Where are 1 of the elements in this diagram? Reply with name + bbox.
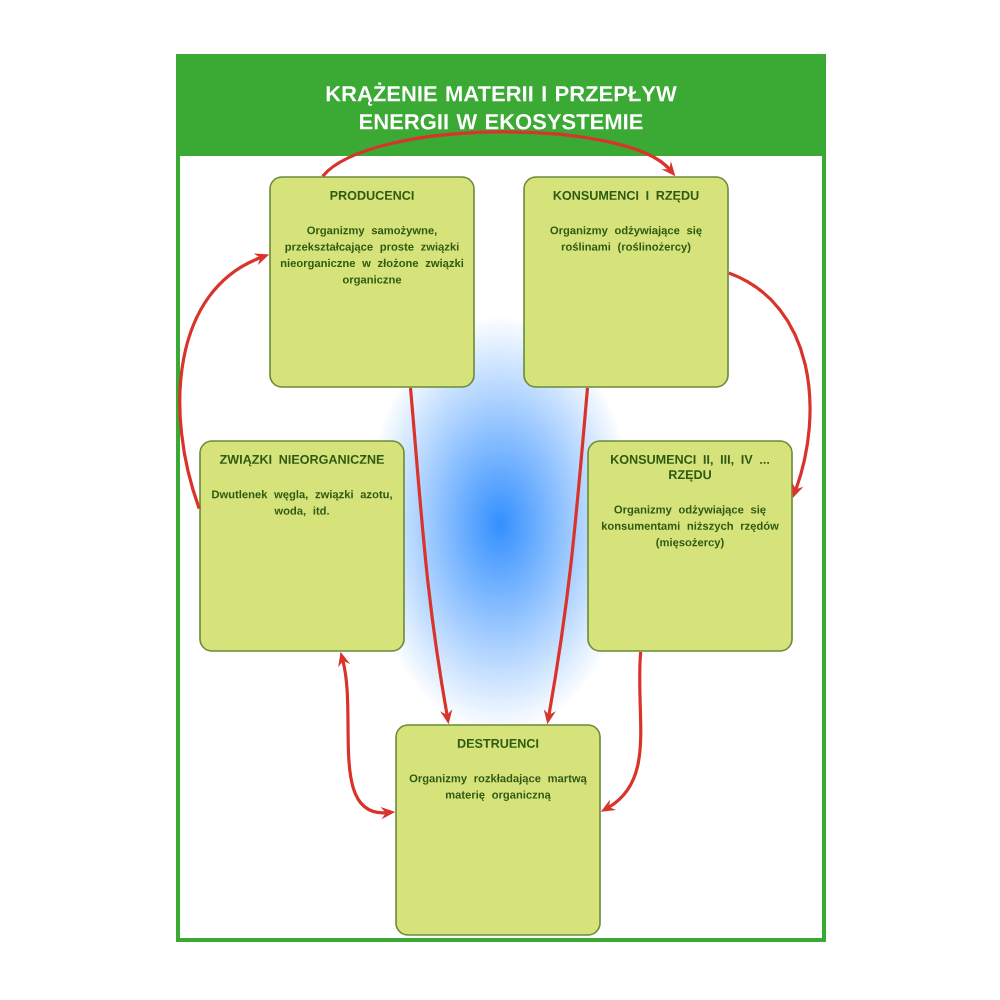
title-banner: KRĄŻENIE MATERII I PRZEPŁYW ENERGII W EKOSYSTEMIE <box>178 56 824 156</box>
